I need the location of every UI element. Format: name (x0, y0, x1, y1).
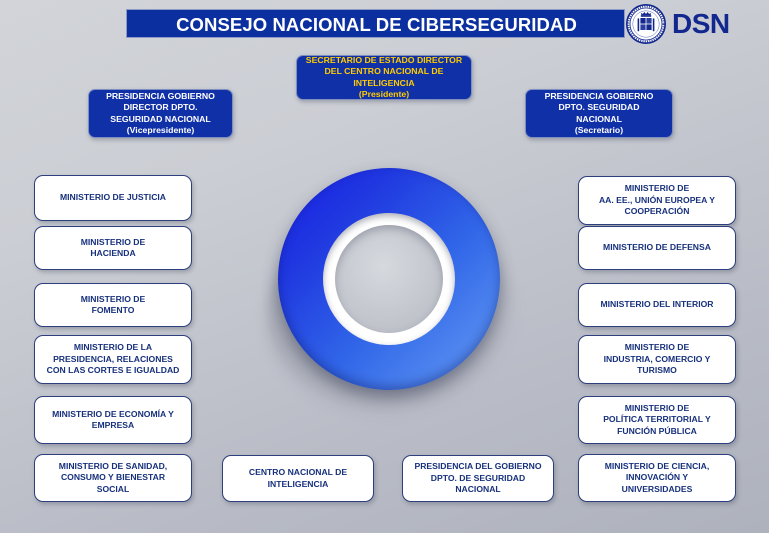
round-table-illustration (248, 140, 528, 440)
table-center (335, 225, 443, 333)
table-inner-ring (323, 213, 455, 345)
member-label-justicia: MINISTERIO DE JUSTICIA (60, 192, 166, 203)
member-label-defensa: MINISTERIO DE DEFENSA (603, 242, 711, 253)
dsn-logo: DSN (626, 3, 766, 45)
spain-coat-of-arms-emblem-icon (626, 4, 666, 44)
member-box-justicia[interactable]: MINISTERIO DE JUSTICIA (34, 175, 192, 221)
title-bar: CONSEJO NACIONAL DE CIBERSEGURIDAD (126, 9, 625, 38)
member-box-sanidad[interactable]: MINISTERIO DE SANIDAD,CONSUMO Y BIENESTA… (34, 454, 192, 502)
header: CONSEJO NACIONAL DE CIBERSEGURIDAD (0, 0, 769, 48)
table-ring (278, 168, 500, 390)
dsn-wordmark: DSN (672, 8, 730, 39)
member-box-defensa[interactable]: MINISTERIO DE DEFENSA (578, 226, 736, 270)
member-label-sanidad: MINISTERIO DE SANIDAD,CONSUMO Y BIENESTA… (58, 460, 168, 494)
page-title: CONSEJO NACIONAL DE CIBERSEGURIDAD (176, 14, 577, 35)
member-label-interior: MINISTERIO DEL INTERIOR (600, 299, 714, 310)
member-box-interior[interactable]: MINISTERIO DEL INTERIOR (578, 283, 736, 327)
